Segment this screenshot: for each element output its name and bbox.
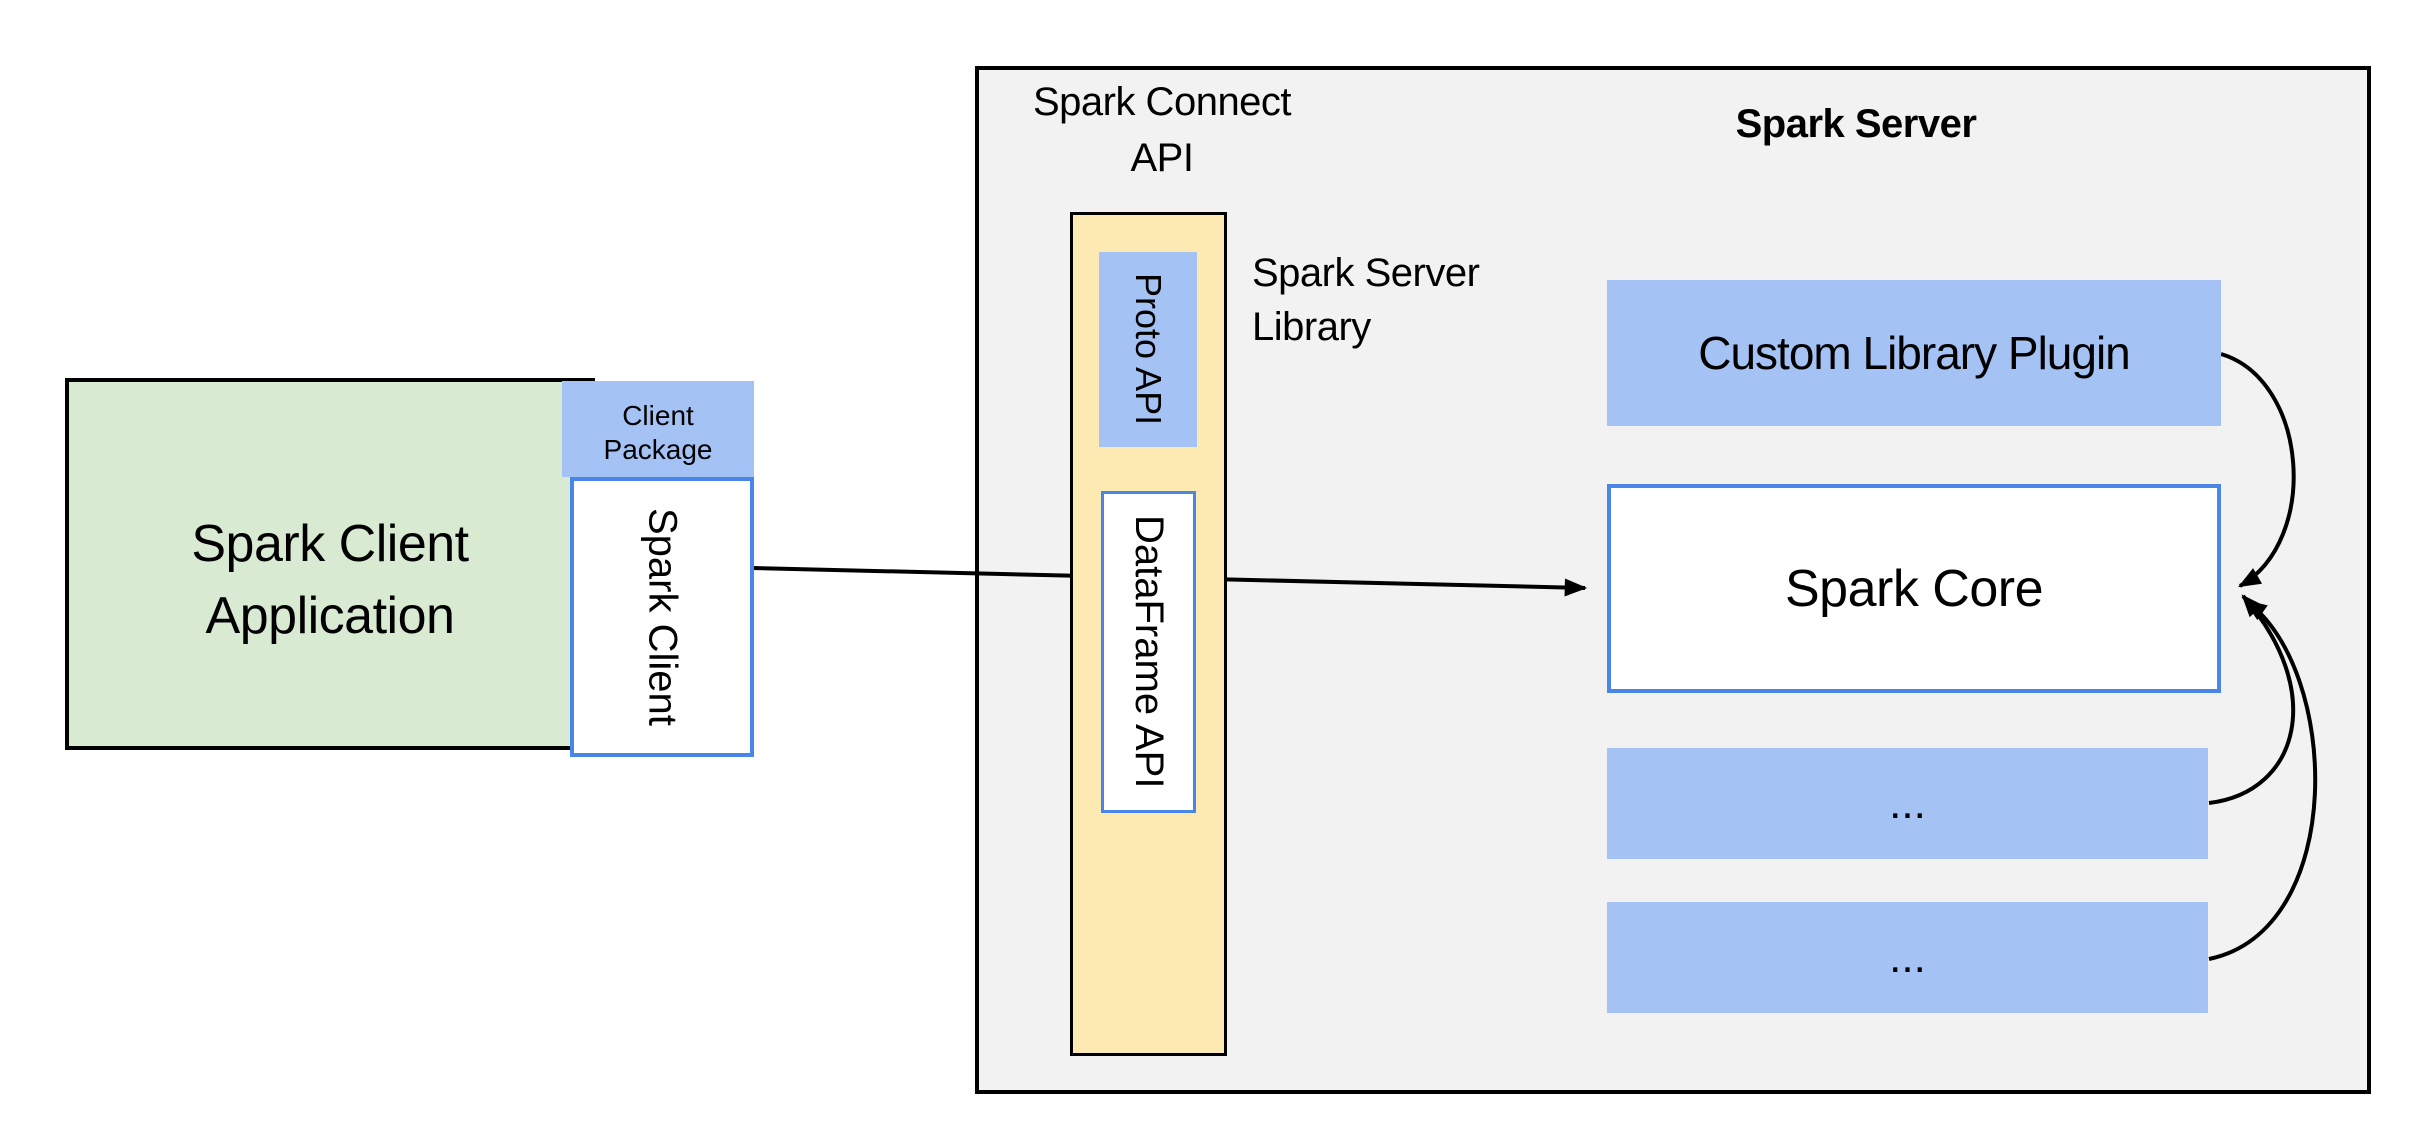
- proto-api-label: Proto API: [1128, 273, 1169, 426]
- server-module-2-label: ...: [1889, 932, 1926, 982]
- custom-library-plugin-label: Custom Library Plugin: [1698, 327, 2131, 379]
- server-module-1-label: ...: [1889, 778, 1926, 828]
- spark-server-library-label-line2: Library: [1252, 305, 1371, 349]
- spark-core-box: Spark Core: [1607, 484, 2221, 693]
- server-module-box-2: ...: [1607, 902, 2208, 1013]
- spark-server-title: Spark Server: [1735, 102, 1977, 146]
- proto-api-box: Proto API: [1099, 252, 1197, 447]
- client-package-label-line1: Client: [622, 400, 694, 431]
- client-package-label-line2: Package: [603, 434, 713, 465]
- spark-connect-api-title: Spark Connect API: [992, 74, 1332, 186]
- spark-server-library-label-line1: Spark Server: [1252, 251, 1480, 295]
- spark-connect-api-title-line1: Spark Connect: [1032, 80, 1292, 124]
- dataframe-api-box: DataFrame API: [1101, 491, 1196, 813]
- spark-client-label: Spark Client: [640, 508, 685, 726]
- spark-client-application-label: Spark Client Application: [191, 508, 469, 652]
- client-package-label: Client Package: [604, 399, 713, 467]
- spark-client-application-label-line2: Application: [205, 587, 455, 645]
- spark-connect-api-title-line2: API: [1130, 136, 1194, 180]
- spark-client-application-box: Spark Client Application: [65, 378, 595, 750]
- custom-library-plugin-box: Custom Library Plugin: [1607, 280, 2221, 426]
- dataframe-api-label: DataFrame API: [1127, 515, 1171, 789]
- client-package-box: Client Package: [562, 381, 754, 477]
- spark-client-box: Spark Client: [570, 477, 754, 757]
- spark-client-application-label-line1: Spark Client: [191, 515, 469, 573]
- server-module-box-1: ...: [1607, 748, 2208, 859]
- spark-server-library-label: Spark Server Library: [1252, 246, 1582, 354]
- spark-core-label: Spark Core: [1785, 559, 2044, 618]
